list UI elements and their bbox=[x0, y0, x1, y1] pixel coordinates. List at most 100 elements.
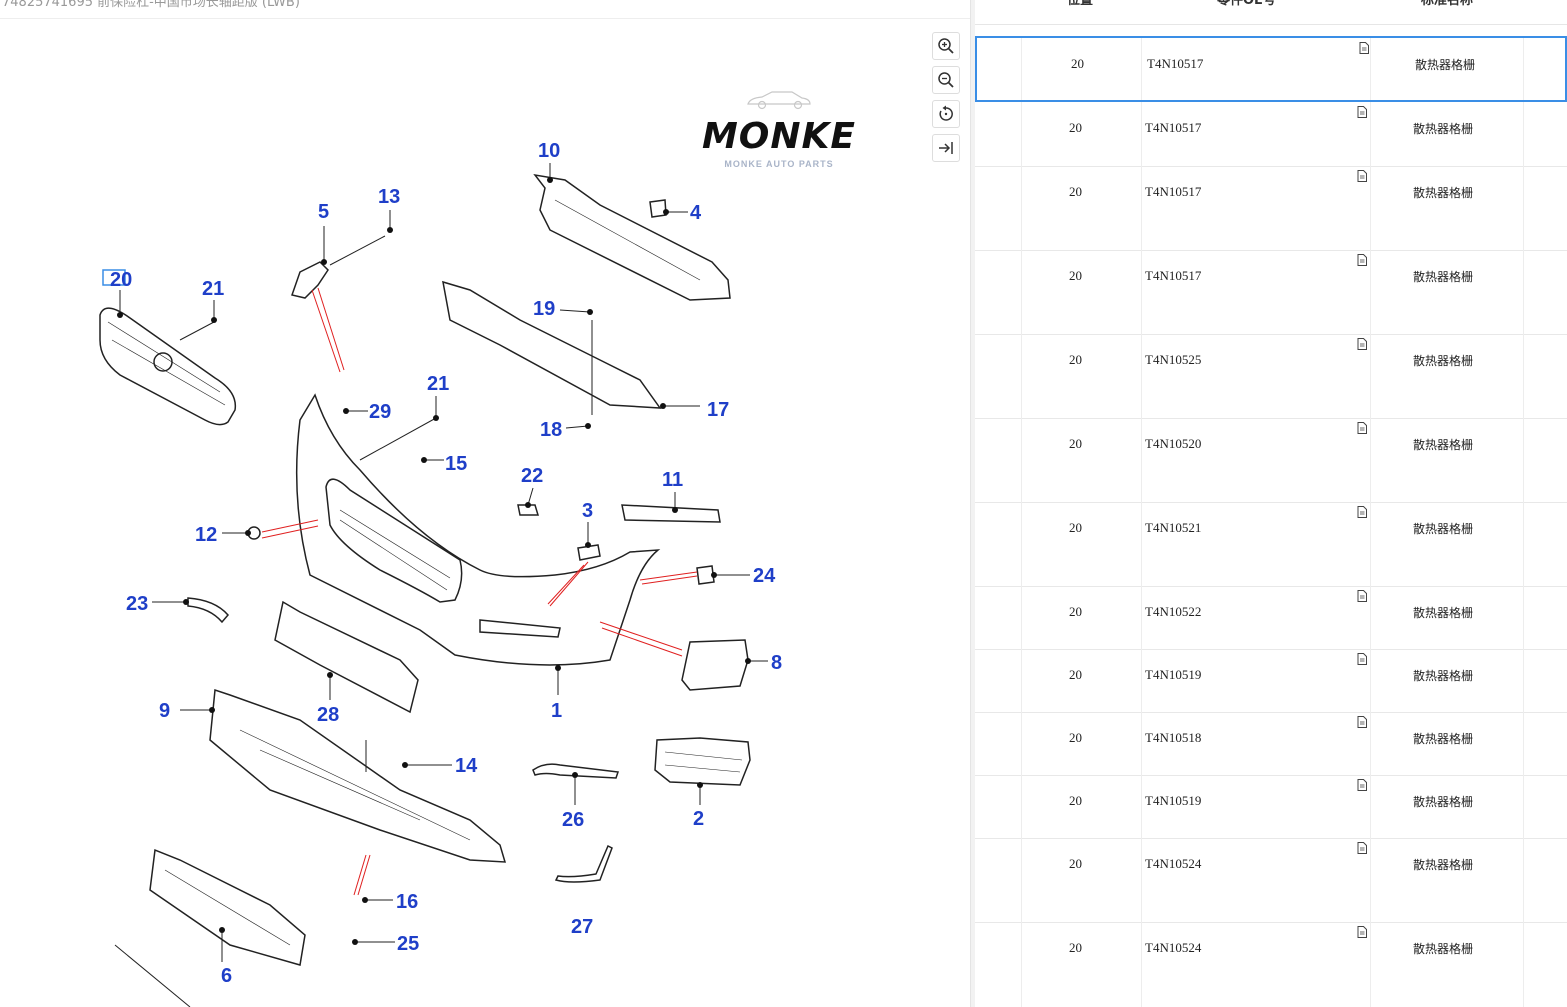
cell-part-name: 散热器格栅 bbox=[1413, 669, 1474, 683]
cell-position: 20 bbox=[1071, 56, 1084, 71]
callout-label: 20 bbox=[110, 269, 132, 291]
table-row[interactable]: 20 T4N10521 散热器格栅 bbox=[975, 502, 1567, 587]
cell-position: 20 bbox=[1069, 520, 1082, 535]
cell-part-name: 散热器格栅 bbox=[1413, 732, 1474, 746]
cell-position: 20 bbox=[1069, 940, 1082, 955]
document-icon[interactable] bbox=[1357, 422, 1367, 434]
cell-position: 20 bbox=[1069, 730, 1082, 745]
cell-oe-number[interactable]: T4N10517 bbox=[1145, 120, 1202, 135]
document-icon[interactable] bbox=[1357, 590, 1367, 602]
zoom-in-icon bbox=[938, 38, 954, 54]
cell-part-name: 散热器格栅 bbox=[1413, 858, 1474, 872]
document-icon[interactable] bbox=[1357, 842, 1367, 854]
cell-part-name: 散热器格栅 bbox=[1415, 58, 1476, 72]
cell-oe-number[interactable]: T4N10524 bbox=[1145, 940, 1202, 955]
cell-oe-number[interactable]: T4N10522 bbox=[1145, 604, 1202, 619]
callout-label: 23 bbox=[126, 593, 148, 615]
table-row[interactable]: 20 T4N10524 散热器格栅 bbox=[975, 922, 1567, 1007]
car-icon bbox=[747, 91, 811, 110]
parts-diagram[interactable]: 20 21 5 13 10 4 19 17 18 21 29 15 22 11 … bbox=[0, 20, 970, 1007]
table-header: 位置 零件OE号 标准名称 bbox=[975, 0, 1567, 25]
cell-part-name: 散热器格栅 bbox=[1413, 438, 1474, 452]
bumper-part bbox=[295, 393, 661, 666]
callout-label: 3 bbox=[582, 500, 593, 522]
callout-label: 13 bbox=[378, 186, 400, 208]
header-oe: 零件OE号 bbox=[1217, 0, 1276, 8]
cell-part-name: 散热器格栅 bbox=[1413, 186, 1474, 200]
grille-part bbox=[99, 307, 237, 426]
table-row[interactable]: 20 T4N10518 散热器格栅 bbox=[975, 712, 1567, 776]
document-icon[interactable] bbox=[1357, 779, 1367, 791]
document-icon[interactable] bbox=[1357, 106, 1367, 118]
table-row[interactable]: 20 T4N10519 散热器格栅 bbox=[975, 649, 1567, 713]
table-row[interactable]: 20 T4N10517 散热器格栅 bbox=[975, 36, 1567, 102]
cell-oe-number[interactable]: T4N10517 bbox=[1145, 184, 1202, 199]
callout-label: 1 bbox=[551, 700, 562, 722]
document-icon[interactable] bbox=[1357, 170, 1367, 182]
cell-oe-number[interactable]: T4N10519 bbox=[1145, 793, 1202, 808]
callout-label: 21 bbox=[202, 278, 224, 300]
undertray-part bbox=[209, 688, 507, 863]
zoom-out-button[interactable] bbox=[932, 66, 960, 94]
cell-part-name: 散热器格栅 bbox=[1413, 942, 1474, 956]
callout-label: 22 bbox=[521, 465, 543, 487]
watermark: MONKE MONKE AUTO PARTS bbox=[694, 88, 864, 169]
document-icon[interactable] bbox=[1359, 42, 1369, 54]
cell-position: 20 bbox=[1069, 436, 1082, 451]
zoom-in-button[interactable] bbox=[932, 32, 960, 60]
watermark-brand: MONKE bbox=[701, 116, 857, 157]
document-icon[interactable] bbox=[1357, 506, 1367, 518]
zoom-out-icon bbox=[938, 72, 954, 88]
cell-position: 20 bbox=[1069, 120, 1082, 135]
cell-oe-number[interactable]: T4N10517 bbox=[1145, 268, 1202, 283]
cell-oe-number[interactable]: T4N10518 bbox=[1145, 730, 1202, 745]
callout-label: 16 bbox=[396, 891, 418, 913]
cell-oe-number[interactable]: T4N10517 bbox=[1147, 56, 1204, 71]
collapse-button[interactable] bbox=[932, 134, 960, 162]
cell-oe-number[interactable]: T4N10519 bbox=[1145, 667, 1202, 682]
document-icon[interactable] bbox=[1357, 716, 1367, 728]
cell-oe-number[interactable]: T4N10525 bbox=[1145, 352, 1202, 367]
document-icon[interactable] bbox=[1357, 926, 1367, 938]
diagram-toolbar bbox=[932, 32, 960, 168]
panel-splitter[interactable] bbox=[970, 0, 975, 1007]
table-row[interactable]: 20 T4N10520 散热器格栅 bbox=[975, 418, 1567, 503]
watermark-subtitle: MONKE AUTO PARTS bbox=[724, 159, 834, 169]
cell-oe-number[interactable]: T4N10521 bbox=[1145, 520, 1202, 535]
callout-label: 4 bbox=[690, 202, 702, 224]
bracket-part bbox=[442, 280, 662, 409]
cell-oe-number[interactable]: T4N10520 bbox=[1145, 436, 1202, 451]
callout-label: 25 bbox=[397, 933, 419, 955]
callout-label: 24 bbox=[753, 565, 776, 587]
cell-position: 20 bbox=[1069, 667, 1082, 682]
cell-oe-number[interactable]: T4N10524 bbox=[1145, 856, 1202, 871]
callout-label: 2 bbox=[693, 808, 704, 830]
callout-label: 15 bbox=[445, 453, 467, 475]
callout-label: 11 bbox=[662, 469, 683, 491]
reset-button[interactable] bbox=[932, 100, 960, 128]
table-row[interactable]: 20 T4N10524 散热器格栅 bbox=[975, 838, 1567, 923]
cell-part-name: 散热器格栅 bbox=[1413, 522, 1474, 536]
callout-label: 14 bbox=[455, 755, 478, 777]
cell-position: 20 bbox=[1069, 856, 1082, 871]
header-position: 位置 bbox=[1067, 0, 1094, 8]
callout-label: 18 bbox=[540, 419, 562, 441]
document-icon[interactable] bbox=[1357, 254, 1367, 266]
document-icon[interactable] bbox=[1357, 653, 1367, 665]
callout-label: 10 bbox=[538, 140, 560, 162]
diagram-panel: 74825741695 前保险杠-中国市场长轴距版 (LWB) bbox=[0, 0, 970, 1007]
breadcrumb: 74825741695 前保险杠-中国市场长轴距版 (LWB) bbox=[0, 0, 970, 19]
callout-label: 6 bbox=[221, 965, 232, 987]
document-icon[interactable] bbox=[1357, 338, 1367, 350]
callout-label: 9 bbox=[159, 700, 170, 722]
callout-label: 17 bbox=[707, 399, 729, 421]
callout-label: 26 bbox=[562, 809, 584, 831]
cell-position: 20 bbox=[1069, 793, 1082, 808]
